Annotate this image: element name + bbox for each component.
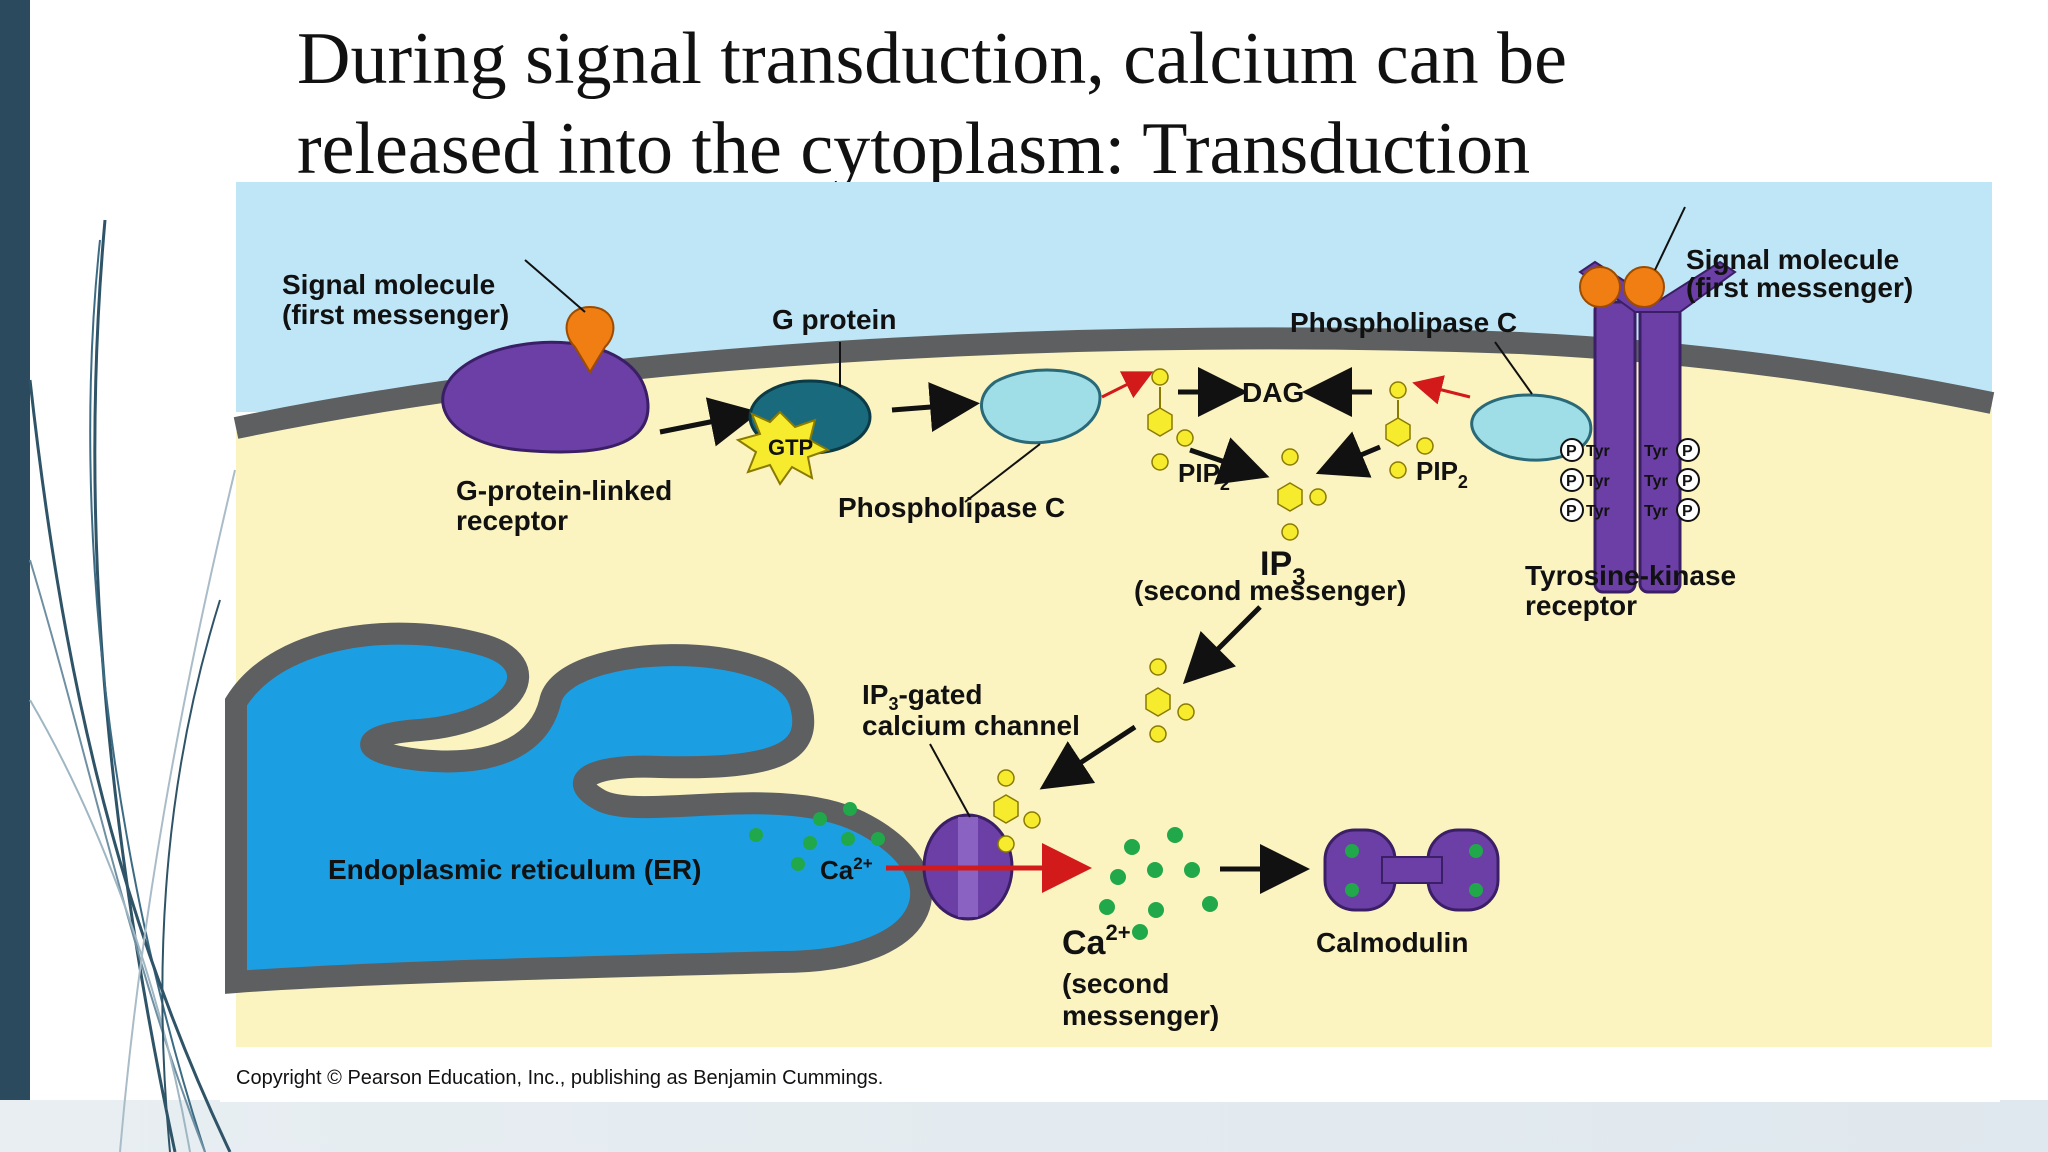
ip3-gated-channel-sublabel: calcium channel <box>862 710 1080 741</box>
ca-cyto-label: Ca2+ <box>1062 920 1131 962</box>
slide-title-line-1: During signal transduction, calcium can … <box>297 18 1567 100</box>
g-protein-receptor-label: G-protein-linked <box>456 475 672 506</box>
phospholipase-c-left <box>980 368 1102 445</box>
ca-er-label: Ca2+ <box>820 854 873 885</box>
svg-text:P: P <box>1566 503 1577 520</box>
phospholipase-c-right-label: Phospholipase C <box>1290 307 1517 338</box>
signal-molecule-left-leader <box>524 259 586 313</box>
slide-side-bar <box>0 0 30 1152</box>
endoplasmic-reticulum <box>225 622 933 994</box>
dag-label: DAG <box>1242 377 1304 408</box>
ca-cyto-description: (second <box>1062 968 1169 999</box>
phospholipase-c-left-leader <box>964 443 1041 503</box>
arrow-ip3-to-channel <box>1039 724 1137 790</box>
svg-text:Tyr: Tyr <box>1644 443 1668 460</box>
ip3-gated-channel-label: IP3-gated <box>862 679 982 714</box>
svg-text:P: P <box>1682 503 1693 520</box>
slide-bottom-band <box>0 1100 2048 1152</box>
tyrosine-phosphate-groups: P Tyr P Tyr P Tyr Tyr P Tyr P Tyr P <box>1560 438 1700 522</box>
svg-text:P: P <box>1682 473 1693 490</box>
calcium-ions-er <box>749 802 885 871</box>
svg-text:P: P <box>1566 443 1577 460</box>
gtp-label: GTP <box>768 435 813 460</box>
arrow-ip3-down <box>1182 605 1262 685</box>
g-protein-linked-receptor <box>441 340 650 454</box>
gtp-burst <box>735 410 831 486</box>
signal-molecule-right-label: Signal molecule <box>1686 244 1899 275</box>
phospholipase-c-left-label: Phospholipase C <box>838 492 1065 523</box>
pip2-right-label: PIP2 <box>1416 456 1468 492</box>
svg-text:Tyr: Tyr <box>1586 503 1610 520</box>
ip3-description: (second messenger) <box>1134 575 1406 606</box>
calcium-ions-cytoplasm <box>1099 827 1218 940</box>
signal-molecule-right-leader <box>1654 206 1686 271</box>
svg-text:P: P <box>1682 443 1693 460</box>
svg-text:Tyr: Tyr <box>1586 473 1610 490</box>
signal-molecule-left <box>565 305 615 374</box>
arrow-pip2-left-to-ip3 <box>1189 437 1270 485</box>
signal-molecule-right-sublabel: (first messenger) <box>1686 272 1913 303</box>
svg-text:Tyr: Tyr <box>1644 473 1668 490</box>
copyright-text: Copyright © Pearson Education, Inc., pub… <box>236 1067 883 1089</box>
slide-title-line-2: released into the cytoplasm: Transductio… <box>297 108 1531 190</box>
arrow-receptor-to-gprotein <box>659 397 760 447</box>
calmodulin-label: Calmodulin <box>1316 927 1468 958</box>
ca-cyto-description-2: messenger) <box>1062 1000 1219 1031</box>
arrow-pip2-right-to-ip3 <box>1315 431 1381 478</box>
calmodulin <box>1323 828 1500 912</box>
ip3-label: IP3 <box>1260 545 1305 591</box>
pip2-right-molecule <box>1385 381 1434 479</box>
arrow-plc-right-to-pip2 <box>1412 375 1471 405</box>
slide-title: During signal transduction, calcium can … <box>297 14 1997 194</box>
er-label: Endoplasmic reticulum (ER) <box>328 854 701 885</box>
svg-text:Tyr: Tyr <box>1644 503 1668 520</box>
phospholipase-c-right-leader <box>1494 341 1533 395</box>
signal-molecule-left-label: Signal molecule <box>282 269 495 300</box>
svg-text:Tyr: Tyr <box>1586 443 1610 460</box>
ip3-gated-channel-leader <box>929 743 971 818</box>
signal-molecule-left-sublabel: (first messenger) <box>282 299 509 330</box>
pip2-left-molecule <box>1147 368 1194 471</box>
tyrosine-kinase-receptor <box>1578 260 1737 594</box>
arrow-gprotein-to-plc <box>891 382 980 432</box>
tyrosine-kinase-sublabel: receptor <box>1525 590 1637 621</box>
g-protein-receptor-sublabel: receptor <box>456 505 568 536</box>
tyrosine-kinase-label: Tyrosine-kinase <box>1525 560 1736 591</box>
g-protein-label: G protein <box>772 304 896 335</box>
signal-transduction-diagram: Signal molecule (first messenger) G-prot… <box>220 182 2000 1102</box>
decorative-curves <box>28 219 236 1152</box>
arrow-plc-left-to-pip2 <box>1101 371 1154 399</box>
copyright-strip <box>220 1052 2000 1102</box>
svg-text:P: P <box>1566 473 1577 490</box>
